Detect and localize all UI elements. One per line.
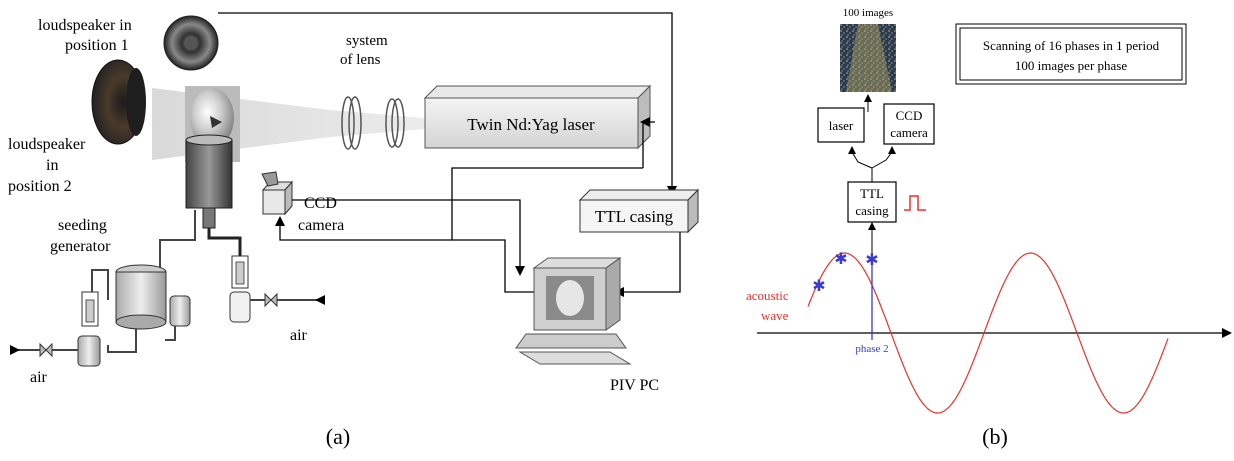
valve-right [264, 292, 278, 308]
wave-label-2: wave [761, 308, 789, 323]
arrow-pc-1 [515, 266, 525, 276]
pc-monitor-side [605, 257, 621, 331]
lens-2 [385, 98, 399, 148]
laser-label: Twin Nd:Yag laser [467, 115, 595, 134]
phase-marker-3: ✱ [865, 250, 878, 269]
caption-a: (a) [326, 424, 350, 449]
time-axis-arrow [1222, 328, 1232, 338]
loudspeaker-1-label-2: position 1 [65, 37, 129, 54]
ttl-box-label-1: TTL [860, 186, 884, 201]
ttl-box-label-2: casing [855, 203, 889, 218]
loudspeaker-2-label-3: position 2 [8, 178, 72, 195]
ttl-pulse [904, 195, 926, 211]
ttl-label: TTL casing [595, 207, 674, 226]
loudspeaker-2-label-1: loudspeaker [8, 136, 86, 153]
wire-ttl-pc [620, 232, 681, 293]
loudspeaker-1-center [184, 36, 198, 50]
ccd-lens [261, 171, 279, 187]
lens-label-2: of lens [340, 52, 381, 68]
pc-base [515, 333, 627, 349]
air-arrow-left [10, 345, 20, 355]
tank-small-1 [169, 295, 191, 327]
ttl-box-top [578, 189, 700, 201]
burner-tube [185, 139, 233, 209]
fork-wire-2 [871, 151, 893, 169]
pc-screen-image [556, 280, 584, 316]
tank-small-2 [77, 335, 101, 367]
valve-left [39, 342, 53, 358]
wire-camera-pc [292, 199, 521, 270]
phase-label: phase 2 [855, 343, 888, 355]
phase-marker-1: ✱ [812, 276, 825, 295]
laser-box-b [817, 107, 865, 143]
info-box-outer [955, 23, 1187, 85]
arrow-camera [275, 216, 285, 226]
tank-main-bottom [115, 314, 167, 330]
info-box-inner [959, 27, 1183, 81]
fork-wire [851, 151, 873, 182]
loudspeaker-2-label-2: in [46, 157, 58, 174]
wave-label-1: acoustic [746, 288, 789, 303]
arrow-ttl-b [868, 222, 876, 230]
wire-pc-left [452, 239, 538, 293]
arrow-image [864, 94, 872, 102]
laser-box-top [423, 85, 652, 99]
laser-box-label: laser [829, 118, 854, 133]
tank-main [115, 271, 167, 323]
flow-arrow [210, 116, 222, 128]
loudspeaker-1-label-1: loudspeaker in [38, 17, 132, 34]
phase-marker-2: ✱ [834, 249, 847, 268]
ccd-box-b [883, 103, 935, 145]
panel-b: 100 images Scanning of 16 phases in 1 pe… [746, 7, 1232, 449]
ttl-box [579, 199, 689, 233]
burner-top [185, 134, 233, 146]
ccd-label-1: CCD [304, 195, 337, 212]
pc-keyboard [518, 351, 632, 365]
ccd-camera [262, 189, 286, 215]
air-label-left: air [30, 369, 48, 386]
piv-image-plume [846, 24, 892, 92]
pipe-seed-2 [107, 325, 137, 353]
panel-a: system of lens Twin Nd:Yag laser loudspe… [8, 12, 700, 449]
ccd-box-label-2: camera [890, 125, 928, 140]
acoustic-wave [807, 252, 1169, 414]
caption-b: (b) [982, 424, 1008, 449]
info-line-1: Scanning of 16 phases in 1 period [983, 38, 1160, 53]
pipe-seed-1 [91, 269, 109, 300]
flowmeter-2-inner [235, 261, 245, 285]
laser-box [424, 97, 639, 149]
lens-2b [391, 98, 405, 148]
pipe-seed-3 [159, 210, 196, 290]
arrow-laser-b [848, 146, 856, 154]
ttl-box-b [847, 181, 897, 223]
lens-1 [341, 96, 355, 150]
lens-label-1: system [346, 33, 388, 49]
pc-label: PIV PC [610, 377, 659, 394]
burner-base [202, 207, 216, 229]
arrow-laser [640, 117, 650, 127]
tank-small-3 [229, 291, 251, 323]
ccd-box-label-1: CCD [896, 108, 923, 123]
wire-speaker-ttl [218, 12, 673, 190]
ccd-camera-side [284, 180, 293, 216]
images-label: 100 images [843, 7, 893, 19]
lens-1b [348, 96, 362, 150]
info-line-2: 100 images per phase [1015, 58, 1128, 73]
air-arrow-right [315, 295, 325, 305]
air-label-right: air [290, 327, 308, 344]
seeding-label-1: seeding [58, 217, 107, 234]
flowmeter-1-inner [85, 299, 95, 323]
piv-image-thumbnail [840, 24, 896, 92]
arrow-ccd-b [888, 146, 896, 154]
ccd-label-2: camera [298, 217, 344, 234]
pipe-burner [207, 228, 242, 260]
loudspeaker-2-rim [126, 68, 146, 136]
pc-monitor-top [532, 257, 622, 269]
seeding-label-2: generator [50, 238, 111, 255]
